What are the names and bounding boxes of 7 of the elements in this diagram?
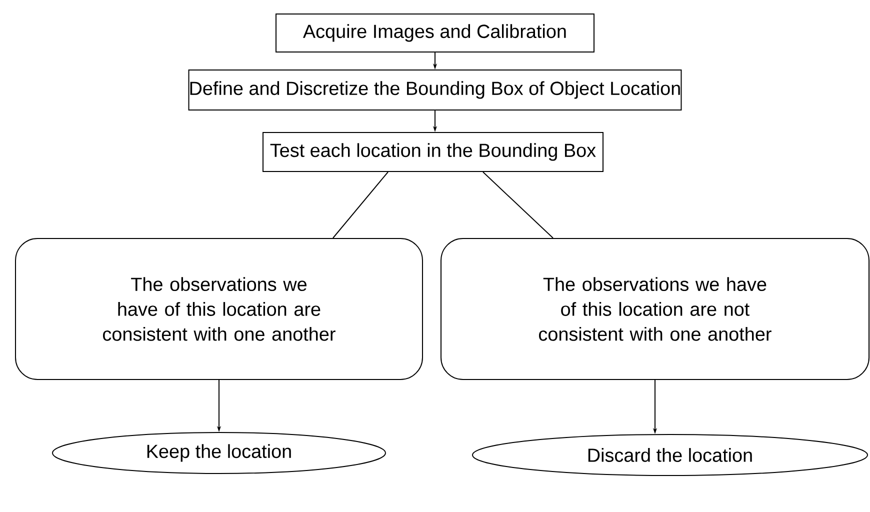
process-box: Define and Discretize the Bounding Box of Object Location [188, 70, 682, 110]
process-box: Acquire Images and Calibration [276, 14, 594, 52]
outcome-box: The observations we have of this location are not consistent with one another [440, 238, 870, 380]
connector-line [482, 172, 554, 238]
connector-line [332, 172, 388, 238]
outcome-box: The observations we have of this location are consistent with one another [15, 238, 423, 380]
process-box: Test each location in the Bounding Box [262, 132, 604, 172]
